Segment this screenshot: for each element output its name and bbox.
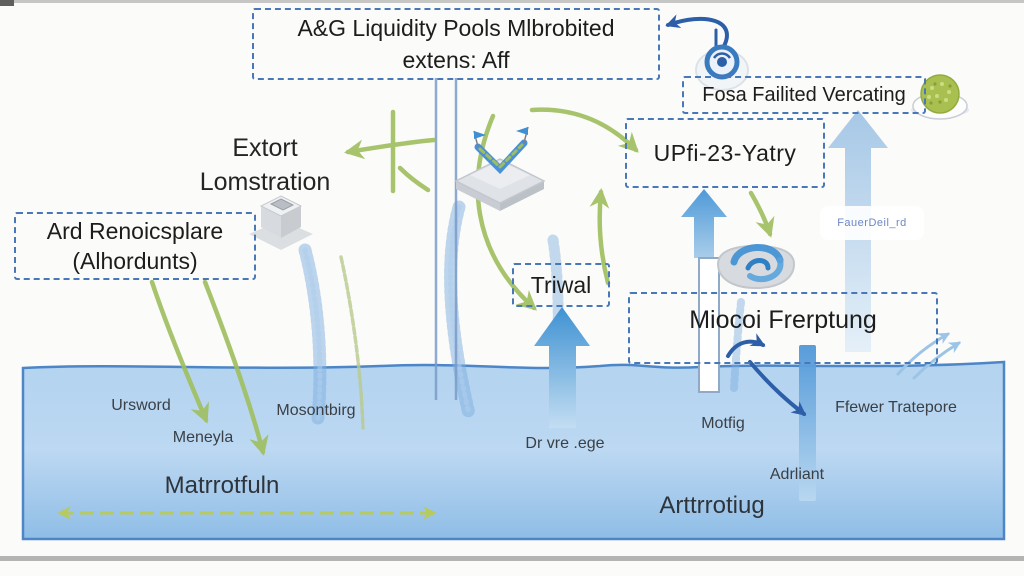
green-arrow-down-right xyxy=(202,279,269,456)
fosa-box: Fosa Failited Vercating xyxy=(682,76,926,114)
top-border-line xyxy=(0,0,1024,3)
green-arrow-to-swirl xyxy=(748,190,775,238)
vertical-connector-lines xyxy=(434,78,458,400)
water-pool xyxy=(21,360,1006,541)
triwal-label: Triwal xyxy=(530,271,592,298)
fauerdeil-label: FauerDeil_rd xyxy=(837,217,907,229)
pool-label-meneyla: Meneyla xyxy=(172,429,234,446)
renoics-line2: (Alhordunts) xyxy=(72,248,198,274)
miocoi-box: Miocoi Frerptung xyxy=(628,292,938,364)
green-arrow-up-center xyxy=(589,188,611,286)
extort-label: Extort Lomstration xyxy=(160,131,370,199)
dark-arrow-squiggle xyxy=(726,333,766,358)
title-box: A&G Liquidity Pools Mlbrobited extens: A… xyxy=(252,8,660,80)
pool-label-motfig: Motfig xyxy=(701,415,745,432)
extort-line1: Extort xyxy=(232,134,298,162)
fosa-label: Fosa Failited Vercating xyxy=(702,83,906,106)
white-bar xyxy=(698,257,720,393)
blue-up-arrow-triwal xyxy=(534,307,590,428)
blue-up-arrow-upfi xyxy=(681,189,727,258)
dark-arrow-to-bar xyxy=(748,360,807,416)
triwal-box: Triwal xyxy=(512,263,610,307)
green-diagonal-stroke xyxy=(397,165,431,193)
swirl-icon xyxy=(716,244,796,290)
pool-label-ffewer: Ffewer Tratepore xyxy=(835,399,957,416)
wasabi-ball-icon xyxy=(911,74,969,120)
upfi-label: UPfi-23-Yatry xyxy=(653,139,797,166)
renoics-box: Ard Renoicsplare (Alhordunts) xyxy=(14,212,256,280)
top-border-accent xyxy=(0,0,14,6)
green-arrow-to-upfi xyxy=(529,107,639,153)
pool-label-mosontbirg: Mosontbirg xyxy=(276,402,356,419)
upfi-box: UPfi-23-Yatry xyxy=(625,118,825,188)
extort-line2: Lomstration xyxy=(199,168,331,196)
title-line1: A&G Liquidity Pools Mlbrobited xyxy=(297,15,615,41)
dark-blue-arrows xyxy=(665,14,807,416)
cube-icon xyxy=(249,195,313,250)
green-arrows xyxy=(149,107,775,456)
renoics-line1: Ard Renoicsplare xyxy=(46,218,224,244)
pool-label-ursword: Ursword xyxy=(111,397,171,414)
pool-label-drvre: Dr vre .ege xyxy=(525,435,605,452)
green-arrow-to-extort xyxy=(344,137,437,160)
pool-label-artrrotiug: Arttrrotiug xyxy=(659,492,765,519)
pool-label-adrliant: Adrliant xyxy=(769,466,825,483)
bottom-border-line xyxy=(0,556,1024,561)
green-arrow-down-left xyxy=(149,279,209,424)
pool-label-matrrotfuln: Matrrotfuln xyxy=(164,472,280,499)
lightblue-bar xyxy=(799,345,816,501)
platform-icon xyxy=(454,126,546,211)
title-line2: extens: Aff xyxy=(402,47,510,73)
fauerdeil-tag: FauerDeil_rd xyxy=(820,206,924,240)
miocoi-label: Miocoi Frerptung xyxy=(689,306,877,334)
dark-arrow-to-title xyxy=(665,14,729,48)
